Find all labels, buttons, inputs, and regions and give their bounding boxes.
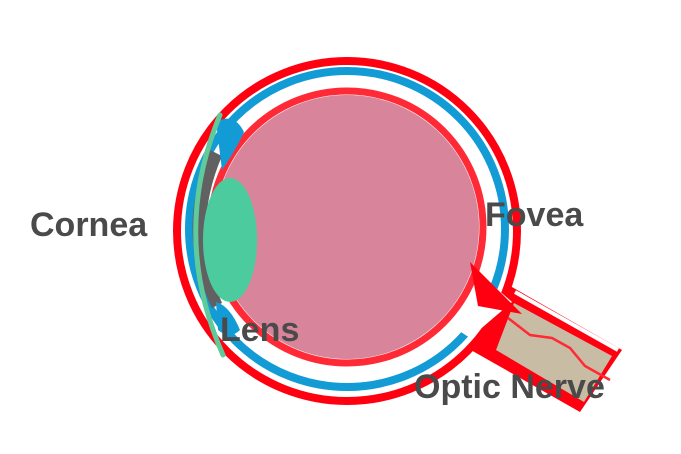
cornea-label: Cornea (30, 206, 148, 244)
retinal-vessel (507, 317, 611, 382)
vitreous-body (215, 95, 479, 359)
optic-nerve-core (496, 303, 612, 402)
optic-nerve-label: Optic Nerve (414, 368, 605, 406)
optic-nerve-sheath-lining (514, 290, 619, 352)
lens-label: Lens (220, 311, 299, 349)
ciliary-body-lower (216, 302, 240, 335)
fovea (470, 262, 522, 314)
fovea-label: Fovea (485, 196, 584, 234)
cornea (193, 112, 226, 358)
lens (203, 178, 257, 302)
ciliary-body-upper (216, 118, 244, 170)
